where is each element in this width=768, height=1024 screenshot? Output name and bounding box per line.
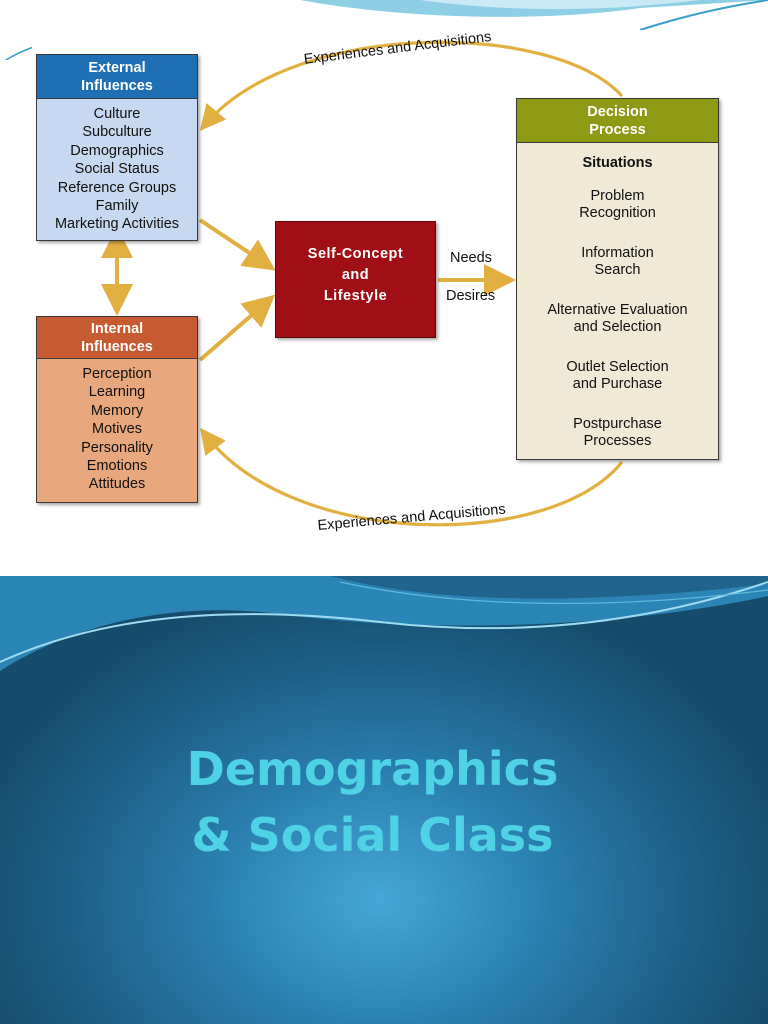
list-item: Social Status <box>74 161 160 178</box>
step-postpurchase: Postpurchase Processes <box>573 416 662 449</box>
top-wave-decoration <box>4 0 768 60</box>
needs-label: Needs <box>450 250 492 266</box>
list-item: Demographics <box>70 142 164 159</box>
decision-process-box: Decision Process Situations Problem Reco… <box>516 98 719 460</box>
internal-influences-box: Internal Influences Perception Learning … <box>36 316 198 503</box>
list-item: Reference Groups <box>57 179 177 196</box>
list-item: Emotions <box>86 458 148 475</box>
external-influences-header: External Influences <box>37 55 197 99</box>
internal-influences-header: Internal Influences <box>37 317 197 359</box>
title-wave-decoration <box>0 576 768 671</box>
diagram-slide: Experiences and Acquisitions Experiences… <box>4 0 768 558</box>
external-influences-list: Culture Subculture Demographics Social S… <box>37 99 197 234</box>
arc-top-arrow <box>199 40 624 131</box>
decision-process-header: Decision Process <box>517 99 718 143</box>
list-item: Culture <box>93 106 141 122</box>
step-information-search: Information Search <box>581 245 654 278</box>
ext-self-arrow <box>198 218 276 271</box>
arc-bottom-arrow <box>200 427 624 527</box>
list-item: Motives <box>92 421 142 438</box>
self-concept-box: Self-Concept and Lifestyle <box>275 221 436 338</box>
desires-label: Desires <box>446 288 496 304</box>
slide-title: Demographics & Social Class <box>186 742 559 862</box>
step-problem-recognition: Problem Recognition <box>579 188 656 221</box>
list-item: Perception <box>82 366 152 382</box>
step-outlet-selection: Outlet Selection and Purchase <box>566 359 669 392</box>
list-item: Personality <box>81 439 153 456</box>
title-slide: Demographics & Social Class <box>0 576 768 1024</box>
list-item: Memory <box>90 402 144 419</box>
list-item: Family <box>95 198 139 215</box>
step-alternative-evaluation: Alternative Evaluation and Selection <box>547 302 688 335</box>
internal-influences-list: Perception Learning Memory Motives Perso… <box>37 359 197 494</box>
situations-label: Situations <box>582 155 653 171</box>
list-item: Attitudes <box>88 476 146 493</box>
int-self-arrow <box>198 294 276 362</box>
list-item: Learning <box>88 384 146 401</box>
external-influences-box: External Influences Culture Subculture D… <box>36 54 198 241</box>
list-item: Marketing Activities <box>54 216 180 233</box>
list-item: Subculture <box>82 124 152 141</box>
consumer-behavior-diagram: Experiences and Acquisitions Experiences… <box>32 29 738 558</box>
